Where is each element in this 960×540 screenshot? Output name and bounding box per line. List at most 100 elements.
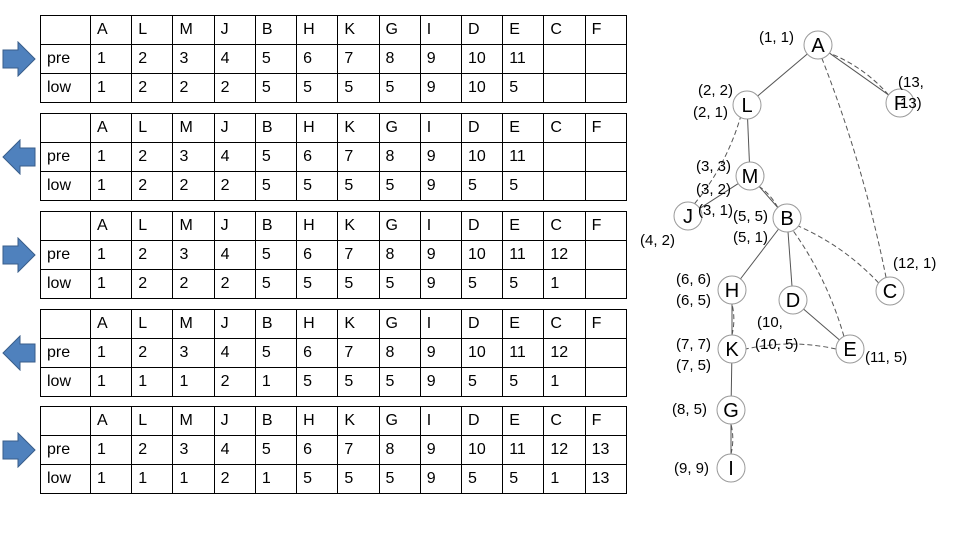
arrow-right-icon <box>2 432 36 468</box>
tree-edge-K-G <box>730 362 733 397</box>
node-circle <box>835 334 865 364</box>
table-cell: 5 <box>378 269 421 299</box>
table-cell: 1 <box>254 464 298 494</box>
table-cell: 3 <box>172 142 215 172</box>
tree-edge-M-J <box>699 183 739 209</box>
header-cell: G <box>378 309 421 339</box>
back-edge-F-A <box>829 52 889 96</box>
table-cell: 5 <box>502 269 545 299</box>
back-edge-C-A <box>821 58 887 278</box>
arrow-right-icon <box>2 41 36 77</box>
header-cell: A <box>89 113 133 143</box>
table-cell: 11 <box>502 435 545 465</box>
header-cell: F <box>584 309 628 339</box>
table-cell: 2 <box>131 240 174 270</box>
table-cell: 12 <box>543 240 586 270</box>
node-circle <box>717 275 747 305</box>
table-cell: 6 <box>296 142 339 172</box>
node-annotation: (4, 2) <box>640 232 675 249</box>
table-cell: 5 <box>337 464 380 494</box>
table-cell: 2 <box>213 171 256 201</box>
table-cell: 2 <box>131 171 174 201</box>
table-cell: 2 <box>213 269 256 299</box>
table-cell: 5 <box>337 171 380 201</box>
header-corner-cell <box>40 113 91 143</box>
header-cell: D <box>460 113 504 143</box>
table-cell: 1 <box>89 269 133 299</box>
header-cell: B <box>254 15 298 45</box>
table-cell <box>584 367 628 397</box>
row-label: pre <box>40 142 91 172</box>
header-cell: H <box>296 406 339 436</box>
table-cell: 1 <box>172 464 215 494</box>
tree-edges <box>694 52 889 455</box>
node-annotation: (3, 1) <box>698 202 733 219</box>
row-label: low <box>40 367 91 397</box>
table-cell <box>543 171 586 201</box>
table-cell: 5 <box>254 171 298 201</box>
table-cell: 5 <box>378 171 421 201</box>
table-cell: 9 <box>419 171 462 201</box>
node-annotation: (1, 1) <box>759 29 794 46</box>
table-cell: 3 <box>172 435 215 465</box>
table-cell: 5 <box>337 367 380 397</box>
header-cell: D <box>460 406 504 436</box>
table-cell <box>584 142 628 172</box>
node-circle <box>735 161 765 191</box>
table-cell: 1 <box>89 73 133 103</box>
arrow-left-icon <box>2 335 36 371</box>
table-cell: 2 <box>131 269 174 299</box>
table-cell: 4 <box>213 240 256 270</box>
table-cell: 2 <box>213 73 256 103</box>
table-cell: 5 <box>254 44 298 74</box>
table-cell: 5 <box>296 464 339 494</box>
table-cell: 4 <box>213 338 256 368</box>
table-cell: 5 <box>254 435 298 465</box>
header-cell: C <box>543 309 586 339</box>
table-cell: 11 <box>502 142 545 172</box>
table-cell <box>584 73 628 103</box>
table-cell: 12 <box>543 435 586 465</box>
table-cell: 11 <box>502 338 545 368</box>
tree-annotations: (1, 1)(2, 2)(2, 1)(13,13)(3, 3)(3, 2)(3,… <box>640 29 936 477</box>
node-circle <box>885 88 915 118</box>
table-cell: 5 <box>460 171 504 201</box>
header-cell: B <box>254 309 298 339</box>
node-label: H <box>725 280 739 302</box>
node-annotation: (6, 5) <box>676 292 711 309</box>
table-cell: 2 <box>172 73 215 103</box>
header-cell: L <box>131 406 174 436</box>
back-edge-E-B <box>792 230 845 337</box>
table-cell: 1 <box>543 367 586 397</box>
table-cell: 2 <box>131 73 174 103</box>
table-cell <box>584 171 628 201</box>
table-cell: 8 <box>378 240 421 270</box>
table-cell: 1 <box>89 435 133 465</box>
row-label: low <box>40 73 91 103</box>
table-cell: 2 <box>172 171 215 201</box>
table-cell: 2 <box>213 464 256 494</box>
tree-edge-B-D <box>787 231 793 287</box>
header-cell: H <box>296 113 339 143</box>
table-cell: 5 <box>460 367 504 397</box>
back-edge-E-K <box>745 343 837 350</box>
node-label: C <box>883 281 897 303</box>
back-edge-I-G <box>730 423 734 455</box>
table-cell: 2 <box>131 142 174 172</box>
node-annotation: (5, 5) <box>733 208 768 225</box>
header-cell: H <box>296 15 339 45</box>
table-cell: 10 <box>460 73 504 103</box>
tree-node-A: A <box>803 30 833 60</box>
header-cell: L <box>131 15 174 45</box>
